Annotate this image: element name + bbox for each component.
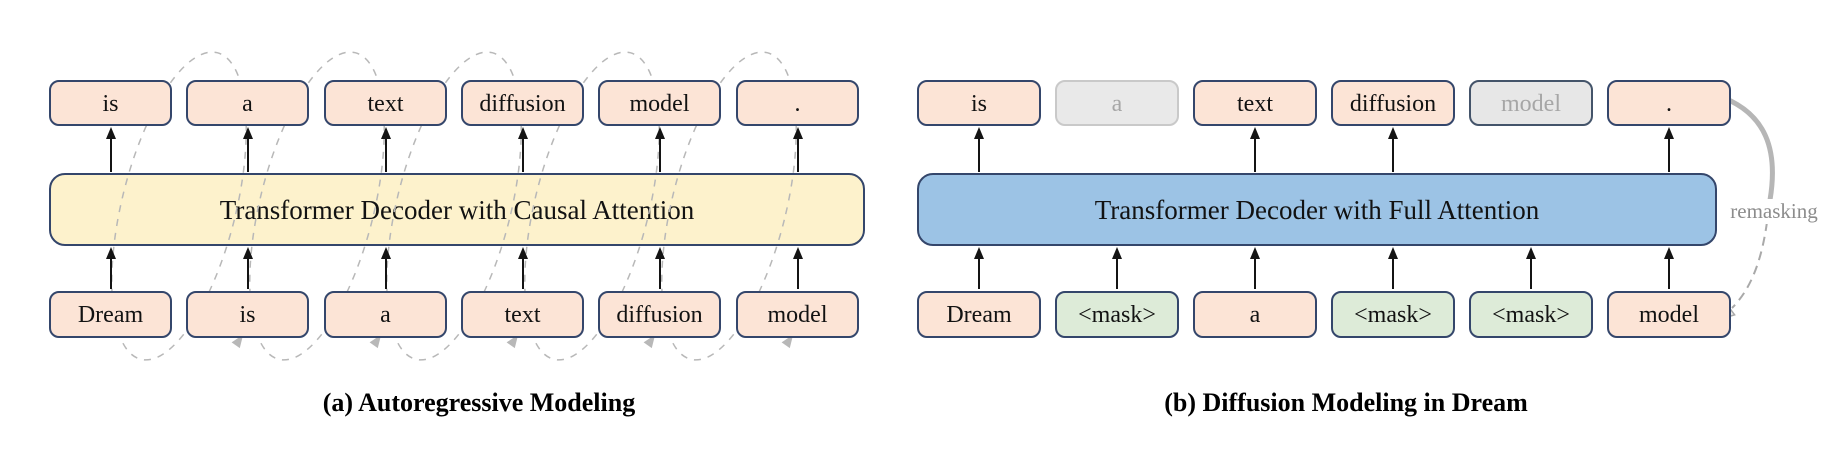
- loop-arrowhead-icon: [369, 334, 382, 349]
- output-token: is: [49, 80, 172, 126]
- bottom-arrows-b: [974, 247, 1674, 289]
- remasking-label: remasking: [1718, 199, 1830, 224]
- input-token: Dream: [917, 291, 1041, 338]
- mask-input-token: <mask>: [1055, 291, 1179, 338]
- undecoded-output-token: a: [1055, 80, 1179, 126]
- mask-input-token: <mask>: [1469, 291, 1593, 338]
- full-decoder-box: Transformer Decoder with Full Attention: [917, 173, 1717, 246]
- output-token: .: [1607, 80, 1731, 126]
- mask-input-token: <mask>: [1331, 291, 1455, 338]
- input-token: Dream: [49, 291, 172, 338]
- input-token: model: [1607, 291, 1731, 338]
- caption-a: (a) Autoregressive Modeling: [322, 388, 636, 417]
- output-token: text: [1193, 80, 1317, 126]
- input-token: diffusion: [598, 291, 721, 338]
- loop-arrowhead-icon: [231, 334, 244, 349]
- undecoded-output-token: model: [1469, 80, 1593, 126]
- output-token: text: [324, 80, 447, 126]
- input-token: a: [324, 291, 447, 338]
- autoregressive-loops: [111, 51, 797, 361]
- bottom-arrows-a: [106, 247, 803, 289]
- input-token: text: [461, 291, 584, 338]
- loop-arrowhead-icon: [643, 334, 656, 349]
- caption-b: (b) Diffusion Modeling in Dream: [1164, 388, 1528, 417]
- output-token: is: [917, 80, 1041, 126]
- input-token: model: [736, 291, 859, 338]
- input-token: a: [1193, 291, 1317, 338]
- input-token: is: [186, 291, 309, 338]
- output-token: diffusion: [461, 80, 584, 126]
- top-arrows-a: [106, 127, 803, 172]
- output-token: a: [186, 80, 309, 126]
- top-arrows-b: [974, 127, 1674, 172]
- causal-decoder-box: Transformer Decoder with Causal Attentio…: [49, 173, 865, 246]
- loop-arrowhead-icon: [781, 334, 794, 349]
- output-token: model: [598, 80, 721, 126]
- loop-arrowhead-icon: [506, 334, 519, 349]
- output-token: diffusion: [1331, 80, 1455, 126]
- output-token: .: [736, 80, 859, 126]
